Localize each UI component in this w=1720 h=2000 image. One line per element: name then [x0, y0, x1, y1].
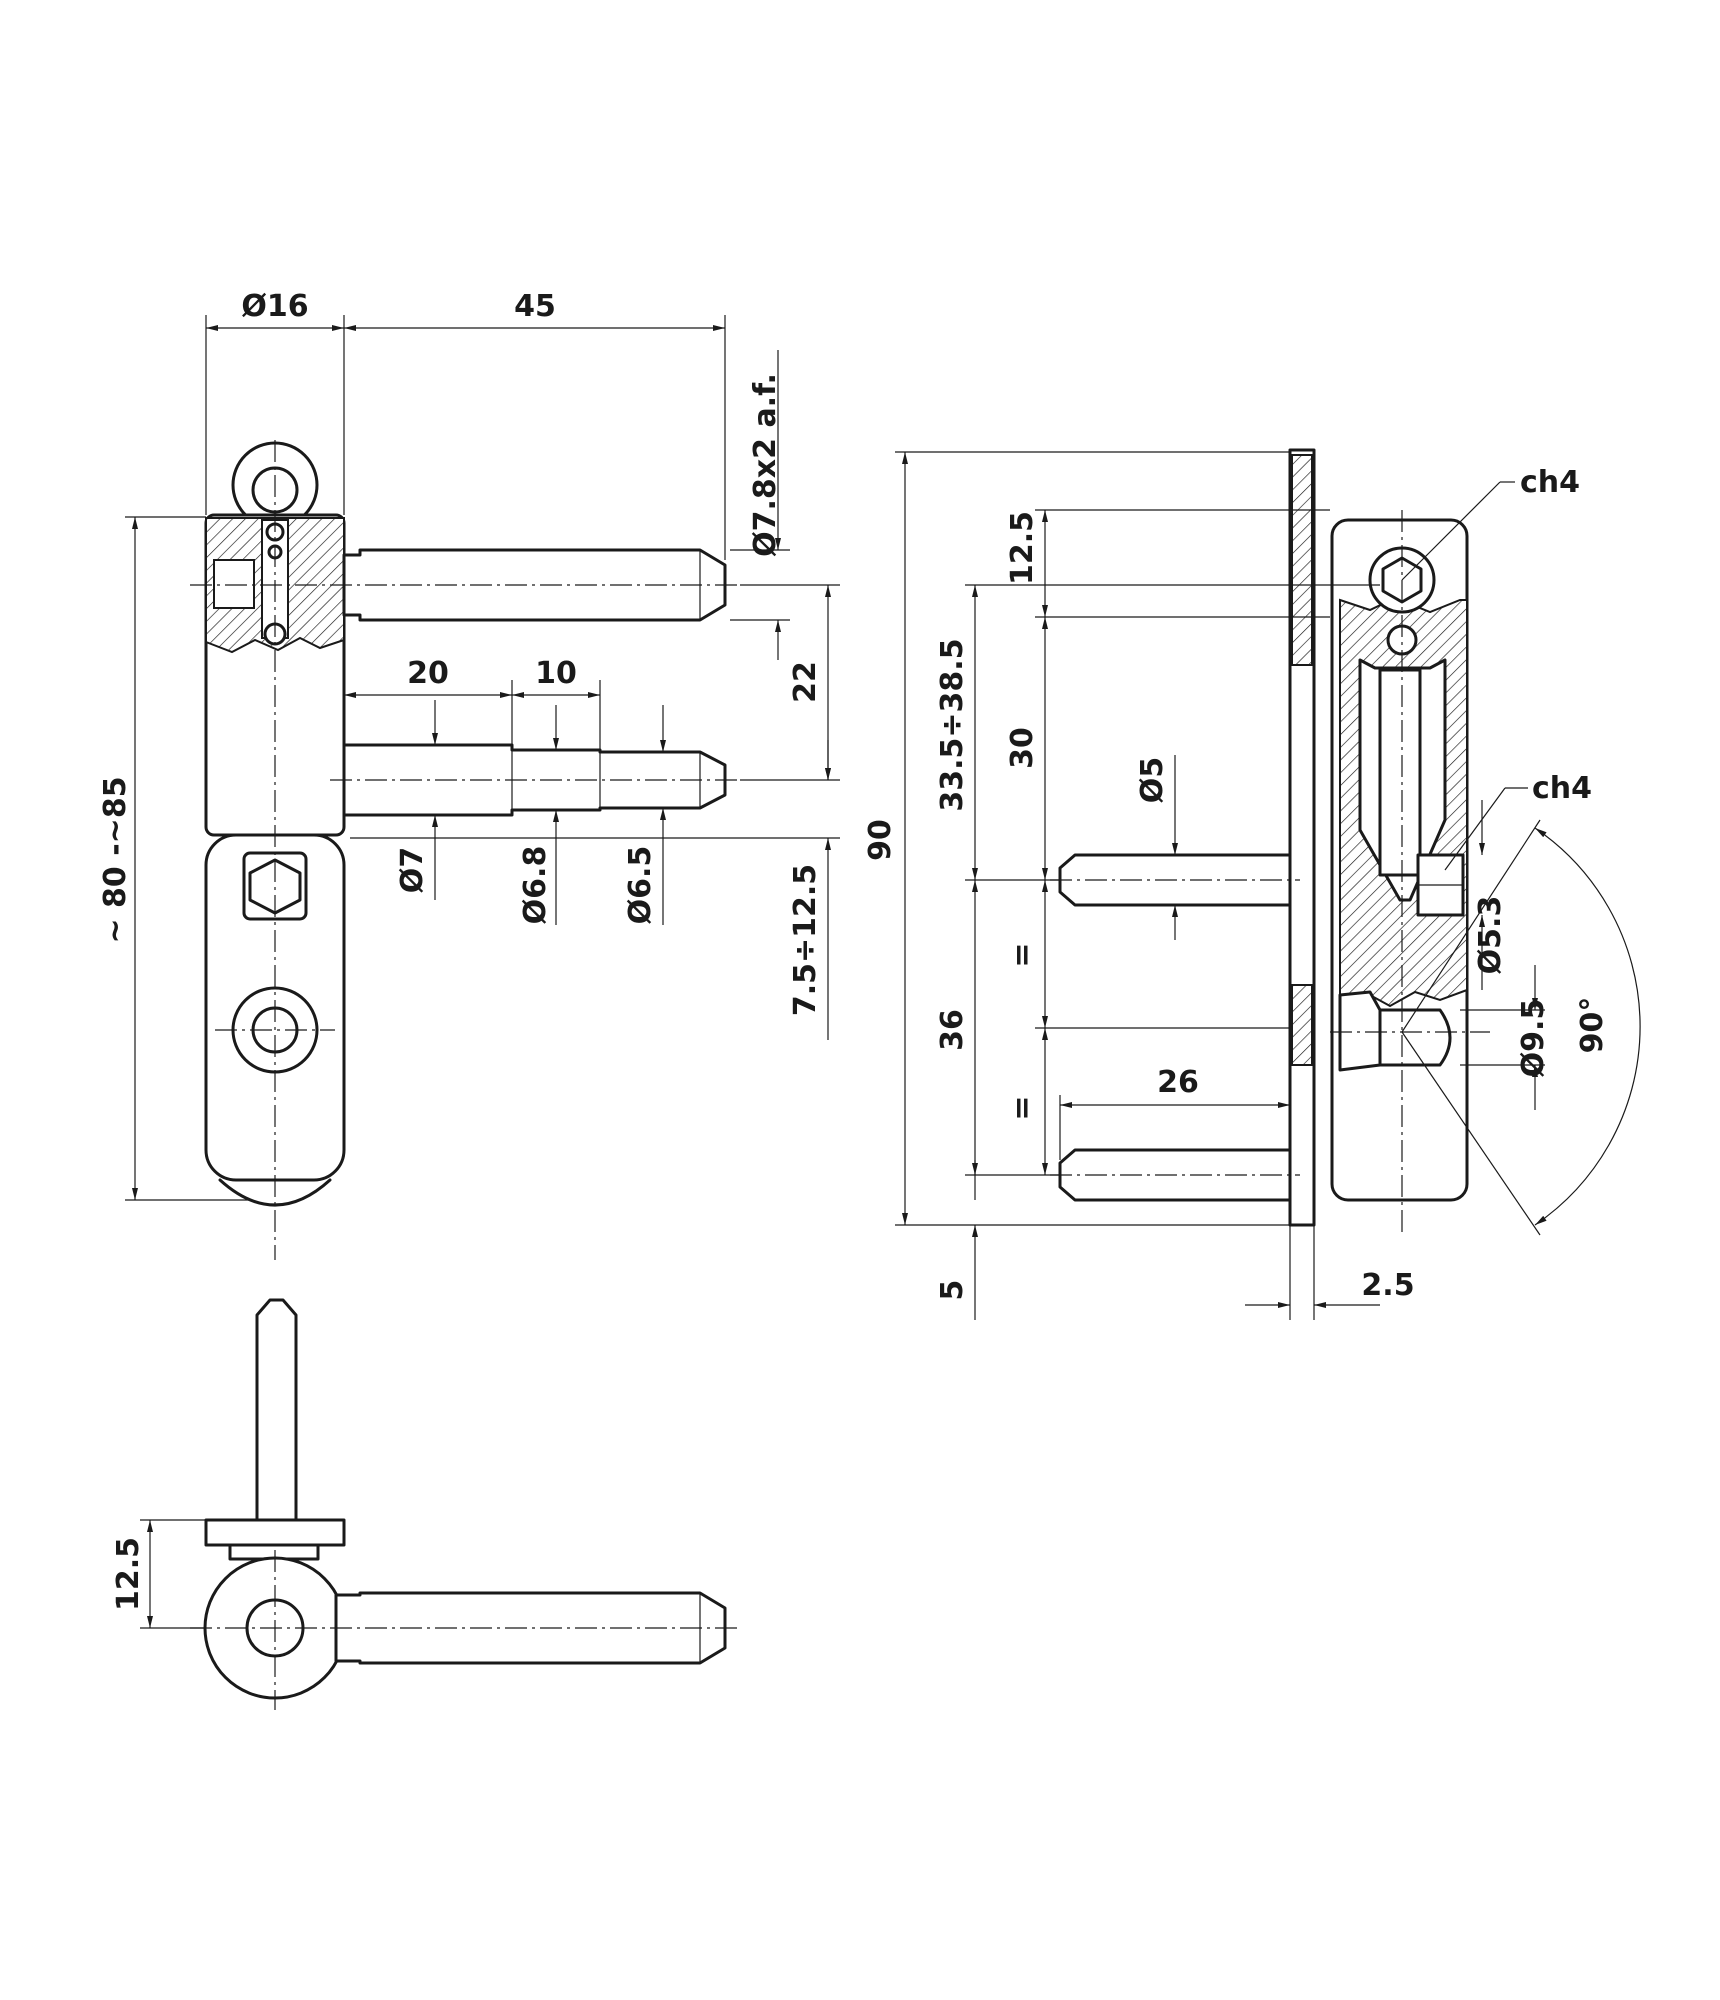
front-view: Ø16 45 Ø7.8x2 a.f. 22 7.5÷12.5 20 10: [98, 289, 840, 1260]
dim-dia95: Ø9.5: [1516, 999, 1551, 1078]
head-socket: [213, 559, 255, 609]
dim-adjust: 7.5÷12.5: [788, 864, 823, 1016]
dim-dia5: Ø5: [1135, 757, 1170, 803]
dim-20: 20: [407, 656, 449, 691]
angle-arc: [1534, 827, 1641, 1226]
dim-range: 33.5÷38.5: [935, 638, 970, 811]
side-plate-hatch-mid: [1291, 984, 1313, 1066]
ch4-top-leader: [1401, 481, 1501, 581]
ch4-mid: ch4: [1532, 771, 1592, 806]
dim-30: 30: [1005, 727, 1040, 769]
side-inner-insert: [1378, 668, 1422, 877]
dim-af: Ø7.8x2 a.f.: [748, 373, 783, 557]
dim-plan-offset: 12.5: [111, 1537, 146, 1611]
dim-dia68: Ø6.8: [518, 846, 553, 925]
dim-36: 36: [935, 1009, 970, 1051]
ch4-top: ch4: [1520, 465, 1580, 500]
dim-10: 10: [535, 656, 577, 691]
dim-angle: 90°: [1575, 997, 1610, 1054]
dim-90: 90: [863, 819, 898, 861]
plan-flange: [204, 1518, 346, 1547]
dim-26: 26: [1157, 1065, 1199, 1100]
dim-5: 5: [935, 1280, 970, 1301]
angle-leg-2: [1401, 1031, 1541, 1236]
side-plate-hatch-top: [1291, 454, 1313, 666]
plan-vertical-pin: [255, 1298, 298, 1522]
plan-view: 12.5: [111, 1298, 740, 1710]
dim-dia7: Ø7: [395, 847, 430, 893]
side-lower-bore: [1338, 990, 1382, 1072]
dim-eq-1: =: [1005, 942, 1040, 967]
dim-height: ~ 80 -~85: [98, 776, 133, 943]
side-view: 90 33.5÷38.5 36 5 12.5 30 = = Ø5 26: [863, 448, 1641, 1320]
ch4-mid-leader: [1444, 787, 1506, 871]
plan-horizontal-pin: [334, 1591, 727, 1665]
dim-eq-2: =: [1005, 1095, 1040, 1120]
dim-22: 22: [788, 661, 823, 703]
dim-125-side: 12.5: [1005, 511, 1040, 585]
side-lower-bore-2: [1378, 1008, 1452, 1067]
dim-dia53: Ø5.3: [1473, 896, 1508, 975]
dim-45: 45: [514, 289, 556, 324]
dim-dia65: Ø6.5: [623, 846, 658, 925]
dim-dia16: Ø16: [241, 289, 308, 324]
dim-25: 2.5: [1361, 1268, 1414, 1303]
angle-leg-1: [1401, 819, 1541, 1033]
